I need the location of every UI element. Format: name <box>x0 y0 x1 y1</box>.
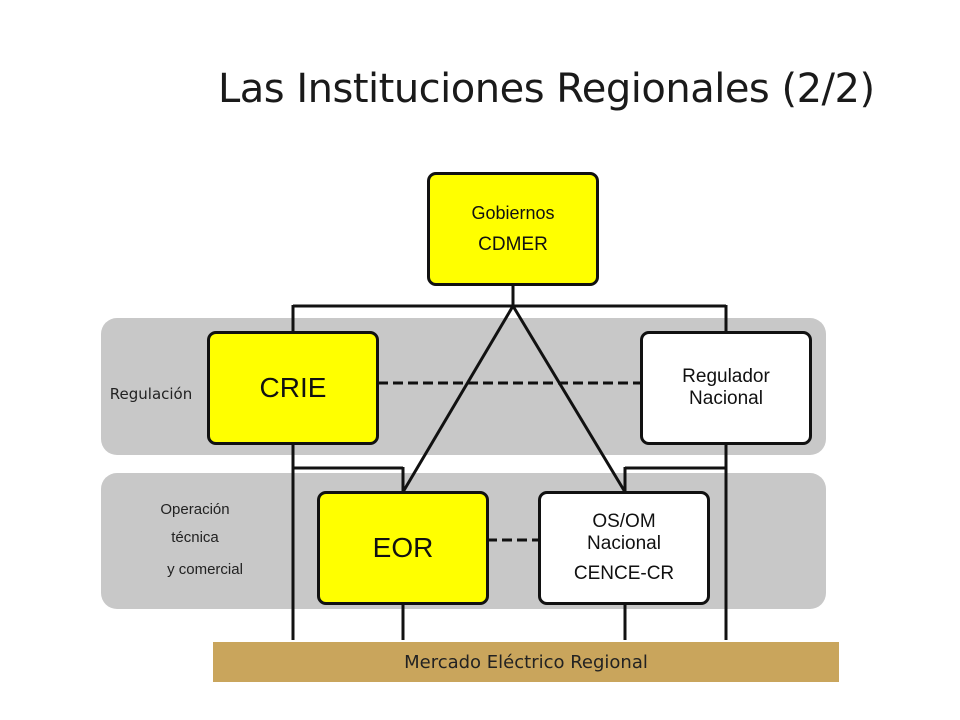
operation-label-line2: técnica <box>171 529 219 546</box>
nacional-label: Nacional <box>689 388 763 409</box>
cence-cr-label: CENCE-CR <box>573 563 675 584</box>
eor-node: EOR <box>317 491 489 605</box>
gobiernos-node: Gobiernos CDMER <box>427 172 599 286</box>
os-om-nacional-label: Nacional <box>587 533 661 554</box>
os-om-nacional-node: OS/OM Nacional CENCE-CR <box>538 491 710 605</box>
regulador-nacional-node: Regulador Nacional <box>640 331 812 445</box>
operation-label-line1: Operación <box>160 501 230 518</box>
page-title: Las Instituciones Regionales (2/2) <box>218 66 875 112</box>
eor-label: EOR <box>372 532 434 563</box>
mercado-electrico-regional: Mercado Eléctrico Regional <box>213 642 839 682</box>
gobiernos-label: Gobiernos <box>471 202 555 223</box>
regulation-label: Regulación <box>109 385 193 403</box>
crie-node: CRIE <box>207 331 379 445</box>
os-om-label: OS/OM <box>592 511 656 532</box>
cdmer-label: CDMER <box>478 233 548 255</box>
operation-label-line3: y comercial <box>167 561 243 578</box>
regulador-label: Regulador <box>682 366 770 387</box>
crie-label: CRIE <box>259 372 327 403</box>
